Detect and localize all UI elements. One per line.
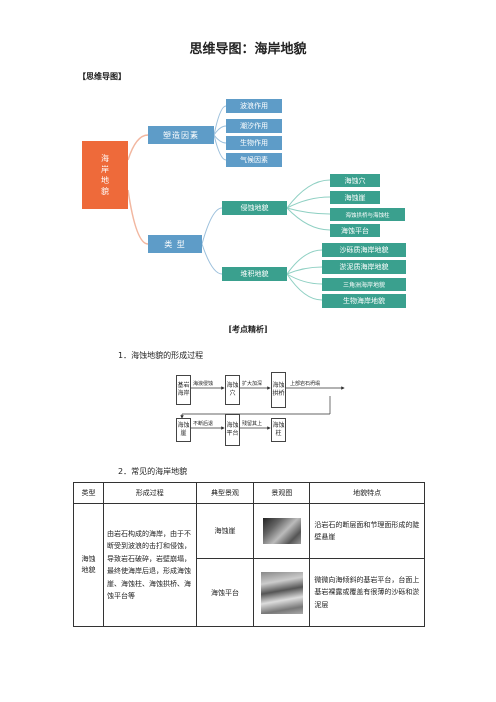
table-header: 典型景观 [195,482,255,504]
process-cell: 由岩石构成的海岸，由于不断受到波浪的击打和侵蚀，导致岩石破碎，岩壁崩塌，最终使海… [102,503,197,627]
mindmap-root: 海岸地貌 [82,141,128,209]
flow-arrows [180,386,345,430]
flow-label-wave-erosion: 海浪侵蚀 [193,381,214,387]
landform-table: 类型 形成过程 典型景观 景观图 地貌特点 海蚀地貌 由岩石构成的海岸，由于不断… [73,482,425,627]
mindmap-deposition-node: 堆积地貌 [222,267,287,281]
sea-cliff-photo [262,518,301,544]
page-title: 思维导图：海岸地貌 [189,42,307,57]
table-header: 类型 [73,482,104,504]
flow-box-platform: 海蚀平台 [225,414,240,446]
flow-box-sea-stack: 海蚀柱 [271,418,286,442]
table-row: 海蚀地貌 由岩石构成的海岸，由于不断受到波浪的击打和侵蚀，导致岩石破碎，岩壁崩塌… [73,503,425,627]
mindmap-branch-types: 类 型 [148,235,202,253]
feature-cell: 沿岩石的断层面和节理面形成的陡壁悬崖 [309,503,425,559]
mindmap-erosion-node: 侵蚀地貌 [222,201,287,215]
table-row: 海蚀平台 微微向海倾斜的基岩平台，台面上基岩裸露或覆盖有很薄的沙砾和淤泥层 [74,558,425,627]
mindmap-connectors [127,105,331,301]
mindmap-erosion-item: 海蚀平台 [330,224,380,237]
table-header-row: 类型 形成过程 典型景观 景观图 地貌特点 [73,482,425,504]
analysis-section-label: [考点精析] [228,324,268,334]
mindmap-deposition-item: 沙砾质海岸地貌 [322,243,406,257]
sea-platform-photo [260,571,303,614]
landscape-cell: 海蚀平台 [195,558,255,627]
flow-label-collapse: 上部岩石坍塌 [290,381,321,387]
mindmap-factor-item: 波浪作用 [226,99,282,113]
flow-label-retreat: 不断后退 [193,421,214,427]
mindmap-factor-item: 生物作用 [226,136,282,150]
landscape-cell: 海蚀崖 [195,503,255,559]
mindmap-factor-item: 潮汐作用 [226,119,282,133]
mindmap-deposition-item: 淤泥质海岸地貌 [322,260,406,274]
photo-cell [253,503,311,559]
flow-label-deepen: 扩大加深 [242,381,263,387]
mindmap-erosion-item: 海蚀拱桥与海蚀柱 [330,208,405,221]
flow-label-remain: 残留其上 [242,421,263,427]
mindmap-erosion-item: 海蚀崖 [330,191,380,204]
flow-box-sea-cave: 海蚀穴 [225,375,240,405]
heading-formation-process: 1．海蚀地貌的形成过程 [118,351,204,360]
flow-box-sea-arch: 海蚀拱桥 [271,372,286,408]
photo-cell [253,558,311,627]
heading-common-landforms: 2．常见的海岸地貌 [118,467,188,476]
mindmap-deposition-item: 三角洲海岸地貌 [322,278,406,291]
flow-box-bedrock-coast: 基岩海岸 [176,375,191,405]
table-header: 景观图 [253,482,311,504]
mindmap-factor-item: 气候因素 [226,153,282,167]
mindmap-deposition-item: 生物海岸地貌 [322,294,406,308]
mindmap-section-label: 【思维导图】 [78,72,126,81]
table-header: 地貌特点 [309,482,425,504]
flow-box-sea-cliff: 海蚀崖 [176,418,191,442]
category-cell: 海蚀地貌 [73,503,104,627]
table-header: 形成过程 [102,482,197,504]
feature-cell: 微微向海倾斜的基岩平台，台面上基岩裸露或覆盖有很薄的沙砾和淤泥层 [309,558,425,627]
mindmap-branch-factors: 塑造因素 [148,126,214,144]
mindmap-erosion-item: 海蚀穴 [330,174,380,187]
